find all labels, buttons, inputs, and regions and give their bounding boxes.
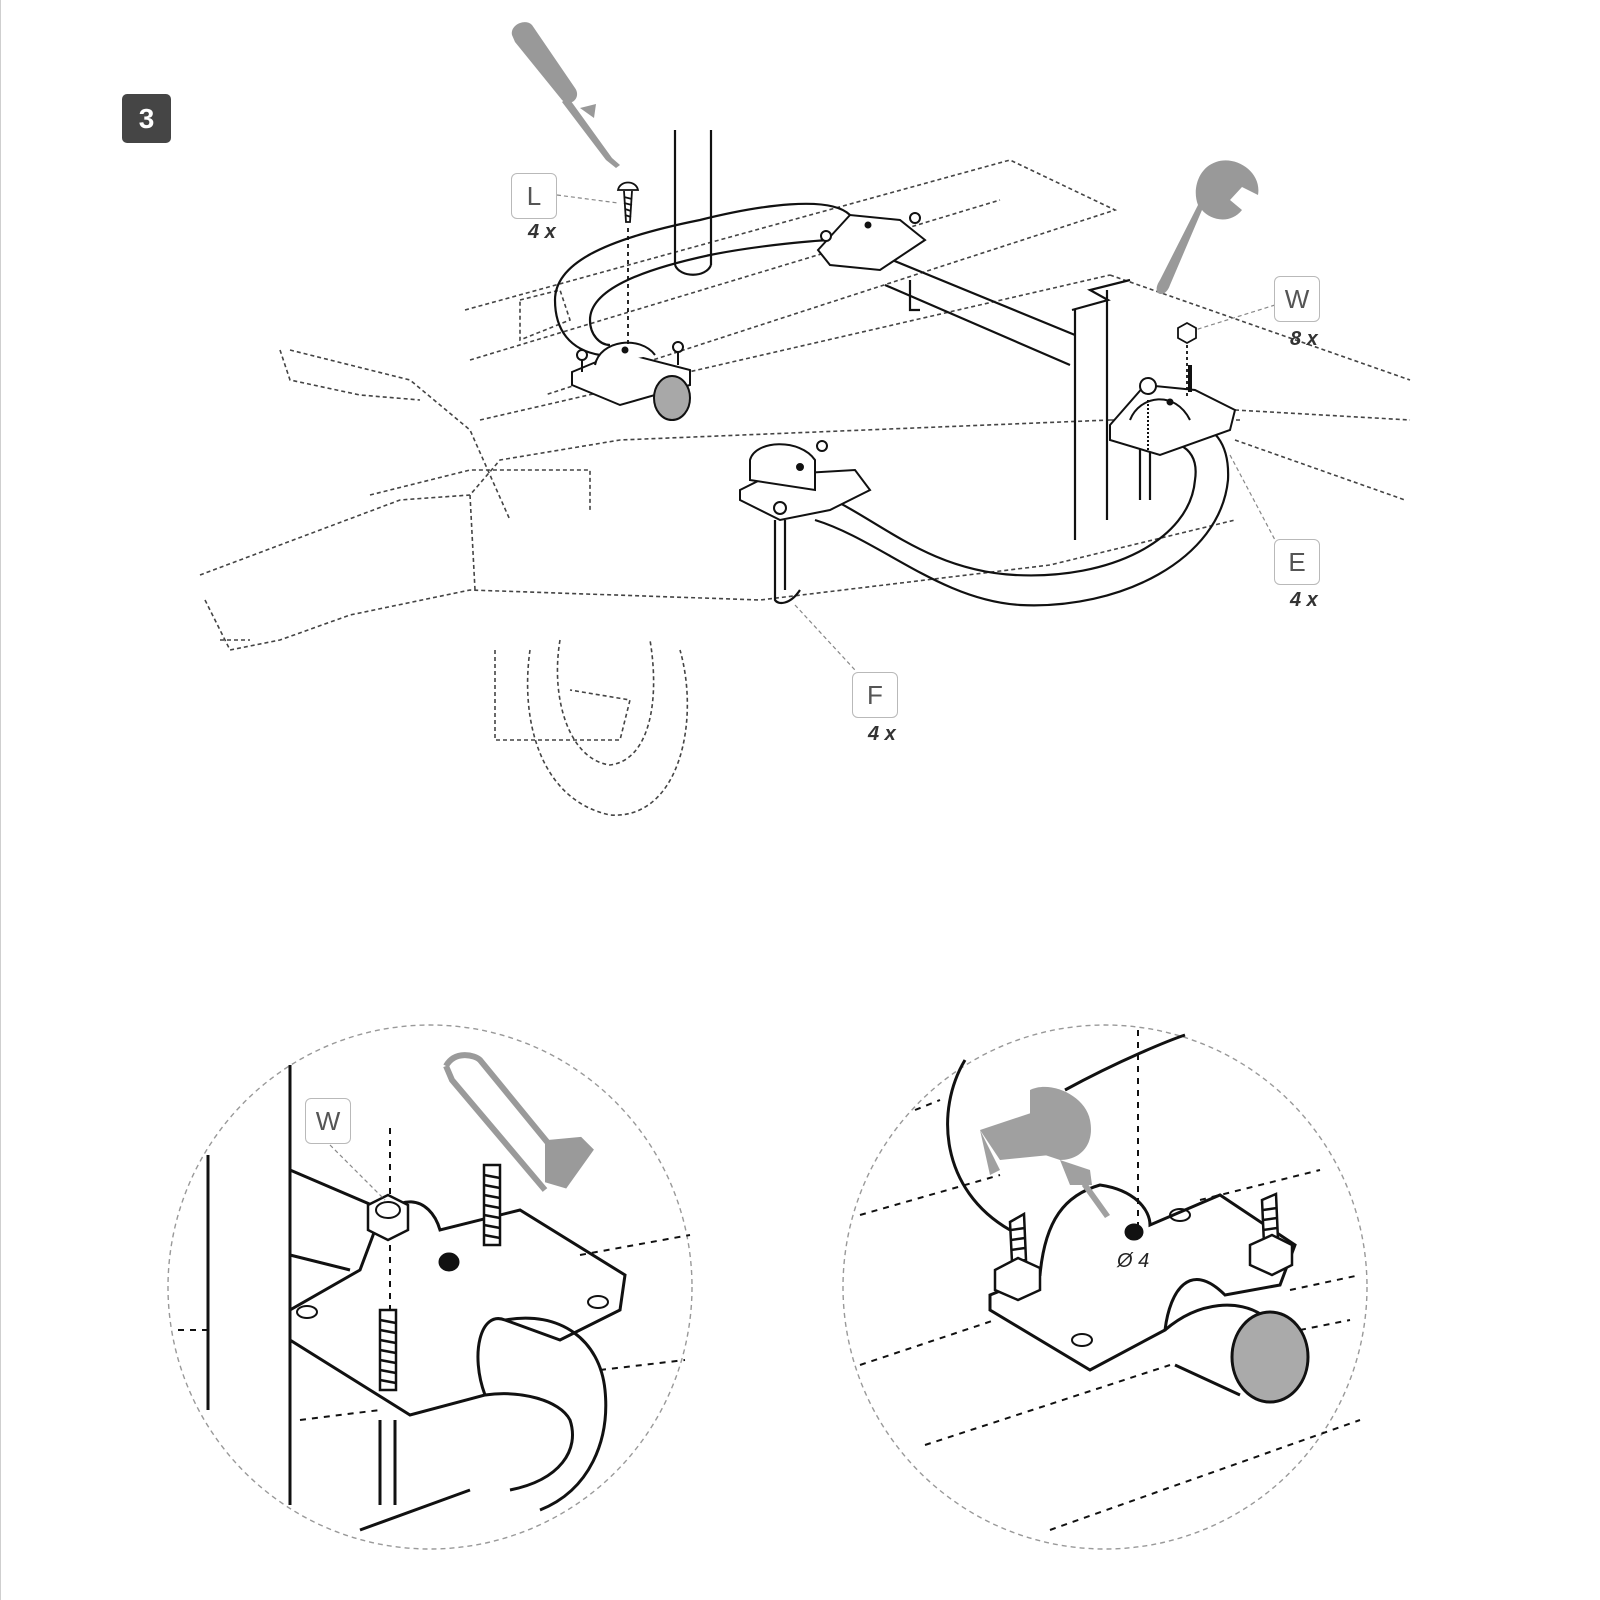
carrier-frame bbox=[553, 130, 1230, 607]
detail-right-dashed bbox=[859, 1030, 1361, 1531]
screwdriver-icon bbox=[511, 22, 620, 168]
step-number-badge: 3 bbox=[122, 94, 171, 143]
screw-L bbox=[616, 181, 640, 345]
part-label-F: F bbox=[852, 672, 898, 718]
detail-left-bolts bbox=[366, 1163, 502, 1392]
leader-lines bbox=[556, 194, 1276, 671]
detail-left-dashed bbox=[178, 1128, 691, 1421]
detail-right-bolts bbox=[993, 1192, 1294, 1302]
clamp-front-right bbox=[1109, 365, 1237, 457]
part-label-L: L bbox=[511, 173, 557, 219]
qty-F: 4 x bbox=[868, 723, 896, 745]
detail-circle-right bbox=[842, 1024, 1368, 1550]
page-border bbox=[0, 0, 1, 1600]
nut-W bbox=[1177, 321, 1197, 398]
drill-icon bbox=[980, 1086, 1110, 1218]
hacksaw-icon bbox=[443, 1052, 594, 1192]
clamp-rear-right bbox=[816, 212, 927, 272]
detail-right-clamp bbox=[946, 1033, 1310, 1404]
hole-diameter-label: Ø 4 bbox=[1117, 1250, 1150, 1272]
detail-circle-left bbox=[167, 1024, 693, 1550]
detail-left-leader bbox=[329, 1144, 386, 1201]
clamp-rear-left bbox=[571, 341, 691, 421]
part-label-E: E bbox=[1274, 539, 1320, 585]
wrench-icon bbox=[1156, 160, 1259, 295]
detail-left-clamp bbox=[206, 1065, 627, 1532]
part-label-W: W bbox=[1274, 276, 1320, 322]
detail-left-part-label-W: W bbox=[305, 1098, 351, 1144]
qty-W: 8 x bbox=[1290, 328, 1318, 350]
qty-L: 4 x bbox=[528, 221, 556, 243]
qty-E: 4 x bbox=[1290, 589, 1318, 611]
clamp-front-left bbox=[739, 440, 872, 522]
